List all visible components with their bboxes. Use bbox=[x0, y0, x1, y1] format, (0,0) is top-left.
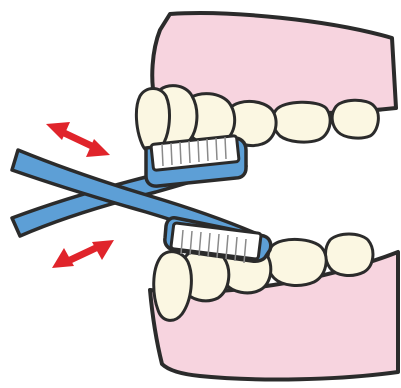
lower-premolar-1 bbox=[154, 252, 192, 321]
lower-molar-mid bbox=[268, 239, 326, 285]
upper-molar-mid bbox=[273, 102, 331, 142]
double-arrow-icon-top bbox=[46, 122, 110, 157]
upper-jaw bbox=[136, 13, 396, 152]
double-arrow-icon-bottom bbox=[52, 240, 114, 268]
upper-molar-back bbox=[332, 100, 378, 138]
lower-molar-back bbox=[326, 234, 373, 275]
lower-jaw bbox=[150, 234, 398, 379]
